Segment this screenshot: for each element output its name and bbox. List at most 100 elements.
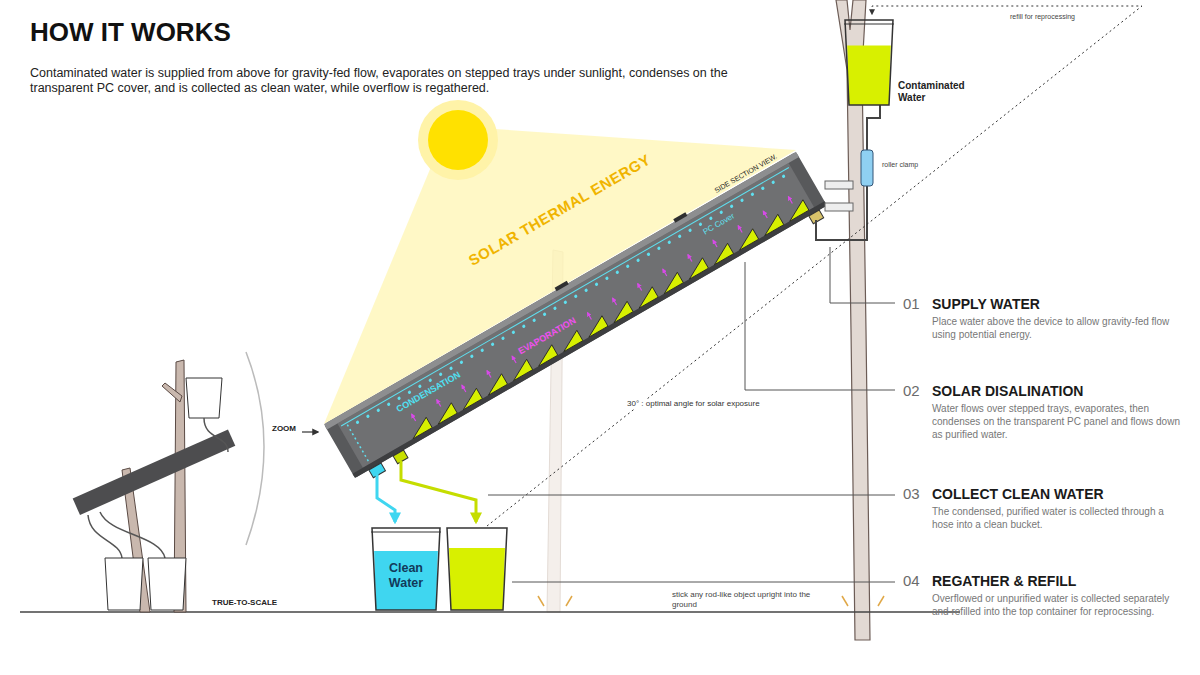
stepped-tray <box>407 417 432 438</box>
condensation-droplet <box>750 192 754 196</box>
vapor-arrow <box>587 313 591 320</box>
bucket-outline <box>845 20 893 105</box>
bucket <box>105 558 143 610</box>
step-heading: REGATHER & REFILL <box>932 572 1076 590</box>
vapor-arrow <box>613 298 617 305</box>
zoom-arc <box>246 352 264 545</box>
stepped-tray <box>759 214 784 235</box>
condensation-droplet <box>740 198 744 202</box>
vapor-arrow <box>788 197 792 204</box>
step-heading-holder: REGATHER & REFILL <box>932 572 1076 590</box>
condensation-droplet <box>719 210 723 214</box>
contaminated-bucket: Contaminated Water <box>845 20 893 105</box>
leader-line <box>512 582 895 583</box>
overflow-bucket <box>447 528 507 610</box>
roller-clamp <box>861 150 873 186</box>
condensation-droplet <box>386 402 390 406</box>
condensation-droplet <box>605 276 609 280</box>
step-body-holder: Water flows over stepped trays, evaporat… <box>932 402 1187 441</box>
clasp <box>555 281 569 291</box>
node-label: Clean Water <box>372 561 440 591</box>
step-body-holder: Overflowed or unpurified water is collec… <box>932 592 1187 618</box>
node-text-holder: Clean Water <box>372 528 440 610</box>
condensation-droplet <box>636 258 640 262</box>
refill-line <box>487 6 1142 526</box>
condensation-droplet <box>522 324 526 328</box>
step-body-holder: The condensed, purified water is collect… <box>932 505 1187 531</box>
base <box>353 201 827 478</box>
condensation-droplet <box>553 306 557 310</box>
stick-branch <box>162 383 182 402</box>
title-holder: HOW IT WORKS <box>30 16 231 48</box>
zoom-arrow <box>302 431 318 432</box>
step-body: Overflowed or unpurified water is collec… <box>932 592 1187 618</box>
condensation-droplet <box>698 222 702 226</box>
bucket-outline <box>372 528 440 610</box>
hose <box>816 186 867 240</box>
callout-number-holder: 03 <box>903 484 920 504</box>
callout-number: 03 <box>903 484 920 504</box>
condensation-droplet <box>501 336 505 340</box>
bucket-water <box>847 46 891 106</box>
stepped-tray <box>734 229 759 250</box>
sun-glow <box>418 100 498 180</box>
note: refill for reprocessing <box>1010 12 1075 21</box>
stepped-tray <box>633 287 658 308</box>
sunlight-beam <box>324 128 796 424</box>
condensation-droplet <box>771 180 775 184</box>
hose <box>100 512 165 558</box>
vapor-arrow <box>462 385 466 392</box>
stepped-tray <box>608 301 633 322</box>
condensation-droplet <box>563 300 567 304</box>
stepped-tray <box>508 359 533 380</box>
condensation-droplet <box>709 216 713 220</box>
callout-number-holder: 04 <box>903 571 920 591</box>
step-heading: SUPPLY WATER <box>932 295 1040 313</box>
panel <box>73 429 236 515</box>
stepped-tray <box>658 272 683 293</box>
condensation-droplet <box>761 186 765 190</box>
condensation-droplet <box>584 288 588 292</box>
bucket-shape <box>845 20 893 105</box>
step-heading-holder: SOLAR DISALINATION <box>932 382 1083 400</box>
hose <box>204 418 228 452</box>
angle-note-holder: 30° : optimal angle for solar exposure <box>625 399 762 409</box>
desalination-device <box>323 149 832 486</box>
angle-note: 30° : optimal angle for solar exposure <box>625 399 762 409</box>
step-heading-holder: COLLECT CLEAN WATER <box>932 485 1104 503</box>
node-text-holder: Contaminated Water <box>898 80 978 104</box>
condensation-droplet <box>615 270 619 274</box>
condensation-droplet <box>646 252 650 256</box>
vapor-arrow <box>487 371 491 378</box>
step-body: Place water above the device to allow gr… <box>932 315 1187 341</box>
leader-line <box>745 262 895 390</box>
condensation-droplet <box>657 246 661 250</box>
condensation-droplet <box>542 312 546 316</box>
stepped-tray <box>708 243 733 264</box>
leader-line <box>830 247 895 303</box>
vapor-arrow <box>437 400 441 407</box>
drip-line <box>347 425 370 464</box>
callout-number: 01 <box>903 294 920 314</box>
bucket <box>148 558 186 610</box>
condensation-droplet <box>511 330 515 334</box>
condensation-droplet <box>625 264 629 268</box>
node-label: Contaminated Water <box>898 80 978 104</box>
stepped-tray <box>683 258 708 279</box>
note-holder: stick any rod-like object upright into t… <box>672 590 812 610</box>
true-to-scale-figure <box>73 360 236 612</box>
vapor-arrow <box>688 255 692 262</box>
vapor-arrow <box>713 240 717 247</box>
vapor-arrow <box>638 284 642 291</box>
ground-line <box>20 611 960 613</box>
condensation-droplet <box>594 282 598 286</box>
condensation-droplet <box>459 360 463 364</box>
note-holder: refill for reprocessing <box>1010 12 1075 21</box>
stepped-tray <box>482 374 507 395</box>
zoom-label-holder: ZOOM <box>272 424 296 434</box>
stepped-tray <box>784 200 809 221</box>
clean-water-arrow <box>377 474 395 522</box>
condensation-droplet <box>729 204 733 208</box>
vapor-arrow <box>412 414 416 421</box>
